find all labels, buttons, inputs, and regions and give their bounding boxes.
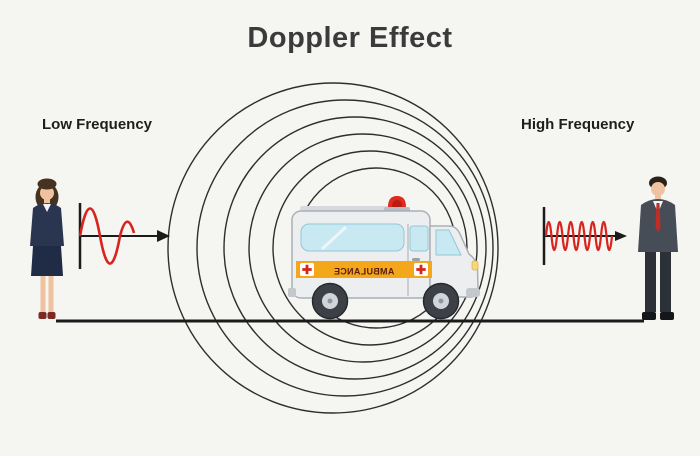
low-frequency-sine (78, 207, 136, 265)
woman-figure (30, 178, 64, 319)
front-bumper (466, 288, 480, 297)
diagram-title: Doppler Effect (247, 22, 453, 54)
ambulance: AMBULANCE (288, 196, 480, 320)
woman-blouse (43, 204, 51, 212)
headlight-icon (471, 260, 479, 271)
front-wheel (422, 282, 460, 320)
woman-shoe (47, 312, 56, 319)
door-handle (412, 258, 420, 261)
wavefront-circle (167, 82, 499, 414)
high-frequency-label: High Frequency (521, 116, 635, 133)
ambulance-side-window (300, 223, 405, 252)
wavefront-circle (248, 133, 478, 363)
ambulance-mirrored-text: AMBULANCE (334, 266, 395, 276)
woman-hair-top (37, 178, 57, 190)
woman-jacket (30, 203, 64, 246)
arrow-right-icon (157, 230, 170, 242)
high-frequency-wave (542, 207, 627, 265)
woman-neck (44, 199, 50, 204)
low-frequency-wave (78, 203, 170, 269)
man-trouser-leg (660, 252, 671, 312)
rear-bumper (288, 288, 296, 297)
red-cross-icon (414, 263, 428, 276)
man-shoe (660, 312, 674, 320)
woman-shoe (38, 312, 47, 319)
woman-skirt (31, 246, 63, 276)
man-tie (655, 203, 661, 232)
red-cross-icon (300, 263, 314, 276)
arrow-right-icon (615, 231, 627, 241)
ambulance-stripe (296, 261, 432, 278)
ambulance-windshield (435, 229, 462, 256)
low-frequency-label: Low Frequency (42, 116, 153, 133)
ambulance-roof-rack (300, 206, 396, 211)
woman-leg (48, 276, 54, 312)
woman-head (40, 186, 54, 200)
rear-wheel (311, 282, 349, 320)
man-trouser-leg (645, 252, 656, 312)
wavefront-circle (223, 116, 487, 380)
man-head (651, 182, 665, 196)
window-glare (320, 225, 348, 251)
woman-leg (40, 276, 46, 312)
emergency-light-core (392, 200, 402, 207)
ambulance-door-window (409, 225, 429, 252)
man-neck (655, 195, 661, 200)
man-figure (638, 176, 678, 320)
man-shoe (642, 312, 656, 320)
wavefront-circle (196, 99, 494, 397)
high-frequency-sine (544, 220, 614, 252)
